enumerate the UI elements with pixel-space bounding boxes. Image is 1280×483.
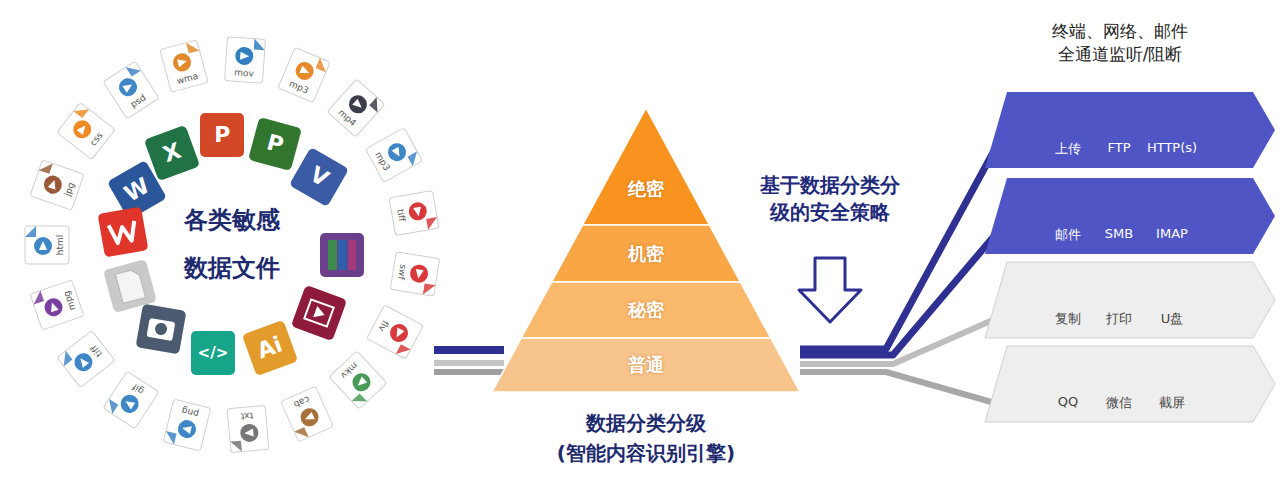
file-icon: gif [102,370,161,430]
app-icon [289,283,348,342]
level-label: 绝密 [628,177,664,201]
panel-fill [985,262,1275,338]
file-extension: html [55,225,66,265]
channel-label: U盘 [1137,310,1207,328]
channel-label: HTTP(s) [1137,140,1207,155]
file-card [366,303,425,360]
file-icon: txt [226,405,270,454]
file-card [280,385,335,443]
file-icon: flv [366,303,425,360]
panel-fill [985,346,1275,422]
file-icon: mkv [328,350,389,411]
app-icon: Ai [240,319,299,378]
channel-label: 截屏 [1137,394,1207,412]
level-label: 机密 [628,242,664,266]
file-card [326,77,387,138]
panel-fill [985,92,1275,168]
pyramid-caption: 数据分类分级 (智能内容识别引擎) [520,408,772,468]
channel-panel: 上传FTPHTTP(s) [985,92,1275,168]
channel-label: 打印 [1084,310,1154,328]
pyramid-band: 绝密 [492,108,800,225]
channel-connector [800,235,995,355]
band-fill [552,225,741,282]
channel-label: 微信 [1084,394,1154,412]
file-icon: jpg [29,158,86,211]
channel-label: IMAP [1137,226,1207,241]
app-tile [319,232,365,278]
channel-label: 上传 [1033,140,1103,158]
channel-panel: QQ微信截屏 [985,346,1275,422]
app-letter: </> [198,346,229,361]
level-label: 秘密 [628,298,664,322]
band-fill [492,338,800,392]
down-arrow [799,258,861,322]
panel-fill [985,178,1275,254]
channel-connector [800,372,995,403]
band-shape [985,178,1275,254]
app-tile [289,283,348,342]
file-icon: mov [223,36,266,85]
app-icon: </> [190,330,236,376]
band-fill [521,282,770,338]
channel-label: 复制 [1033,310,1103,328]
pyramid-band: 秘密 [492,282,800,338]
file-icon: cab [280,385,335,443]
level-label: 普通 [628,353,664,377]
file-icon: html [24,225,70,265]
file-icon: mp3 [364,127,424,184]
file-icon: mpg [29,279,86,332]
app-icon: P [247,116,303,172]
app-icon: V [287,146,350,209]
channel-label: SMB [1084,226,1154,241]
channel-panel: 邮件SMBIMAP [985,178,1275,254]
file-icon: png [162,397,212,451]
file-icon: tiff [388,189,440,236]
app-icon [135,303,188,356]
channel-label: 邮件 [1033,226,1103,244]
app-icon [319,232,365,278]
app-icon: P [199,112,245,158]
left-channel-stubs [434,346,504,375]
file-icon: swf [389,251,441,298]
app-letter: P [214,124,230,146]
band-shape [985,346,1275,422]
app-icon [96,205,149,258]
channel-panel: 复制打印U盘 [985,262,1275,338]
channel-label: FTP [1084,140,1154,155]
file-card [29,158,86,211]
strategy-caption: 基于数据分类分级的安全策略 [755,172,905,226]
file-icon: psd [102,60,161,120]
file-icon: mp4 [326,77,387,138]
channel-label: QQ [1033,394,1103,409]
band-shape [985,262,1275,338]
band-fill [583,108,710,225]
ring-center-title: 各类敏感 数据文件 [172,196,292,292]
file-card [56,329,117,389]
app-tile [135,303,188,356]
file-icon: tiff [56,329,117,389]
channel-heading: 终端、网络、邮件 全通道监听/阻断 [1035,20,1205,66]
file-icon: wma [159,39,210,94]
pyramid-band: 机密 [492,225,800,282]
file-card [328,350,389,411]
app-tile [96,205,149,258]
band-shape [492,108,800,225]
file-icon: mp3 [277,46,332,104]
pyramid-band: 普通 [492,338,800,392]
file-card [56,101,117,161]
file-icon: css [56,101,117,161]
band-shape [985,92,1275,168]
file-card [102,370,161,430]
file-card [364,127,424,184]
file-card [102,60,161,120]
channel-connector [800,319,995,364]
